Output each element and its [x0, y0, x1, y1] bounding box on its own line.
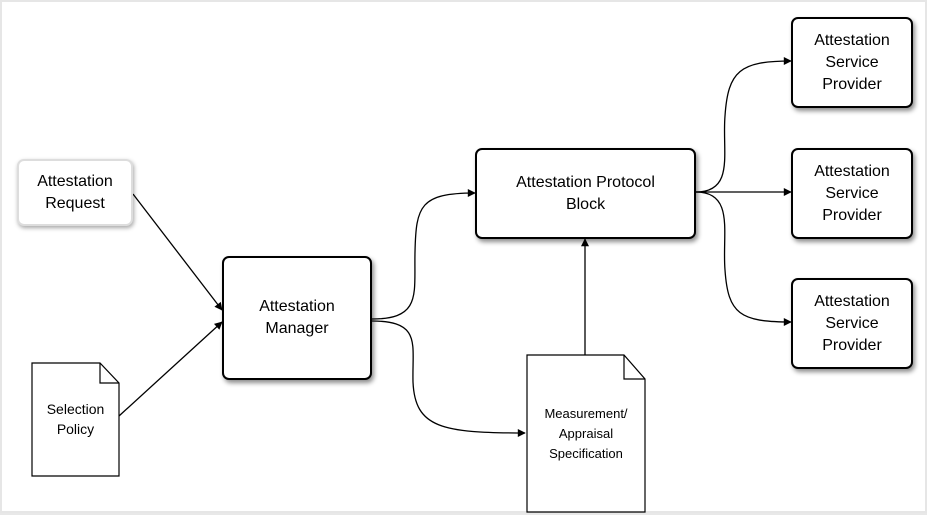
arrow-manager-to-protocol-block — [371, 189, 476, 320]
selection-policy-label-line-2: Policy — [56, 421, 95, 437]
provider-1-label-line-2: Service — [825, 53, 879, 71]
attestation-service-provider-node-2: Attestation Service Provider — [791, 148, 913, 239]
arrow-protocol-block-to-provider-1 — [695, 57, 792, 193]
attestation-manager-node: Attestation Manager — [222, 256, 372, 380]
provider-1-label-line-1: Attestation — [814, 31, 890, 49]
arrow-policy-to-manager — [118, 321, 223, 417]
attestation-service-provider-node-3: Attestation Service Provider — [791, 278, 913, 369]
provider-2-label-line-2: Service — [825, 184, 879, 202]
provider-3-label-line-2: Service — [825, 314, 879, 332]
attestation-protocol-block-node: Attestation Protocol Block — [475, 148, 696, 239]
measurement-spec-fold — [623, 355, 645, 380]
attestation-request-label-line-2: Request — [45, 194, 105, 212]
attestation-service-provider-node-1: Attestation Service Provider — [791, 17, 913, 108]
measurement-spec-label-line-1: Measurement/ — [544, 406, 628, 421]
provider-2-label-line-3: Provider — [822, 206, 882, 224]
provider-3-label-line-1: Attestation — [814, 292, 890, 310]
selection-policy-node: Selection Policy — [32, 383, 119, 455]
measurement-spec-label-line-3: Specification — [549, 446, 623, 461]
selection-policy-document-shape — [31, 362, 120, 477]
measurement-spec-label-line-2: Appraisal — [558, 426, 614, 441]
attestation-manager-label-line-1: Attestation — [259, 298, 335, 315]
attestation-manager-label-line-2: Manager — [265, 320, 329, 337]
protocol-block-label-line-1: Attestation Protocol — [516, 173, 655, 191]
provider-1-label-line-3: Provider — [822, 75, 882, 93]
arrow-protocol-block-to-provider-3 — [695, 191, 792, 326]
provider-3-label-line-3: Provider — [822, 336, 882, 354]
measurement-spec-node: Measurement/ Appraisal Specification — [527, 394, 645, 474]
arrow-manager-to-measurement-spec — [371, 320, 526, 437]
selection-policy-fold — [99, 363, 119, 384]
attestation-request-label-line-1: Attestation — [37, 172, 113, 190]
provider-2-label-line-1: Attestation — [814, 162, 890, 180]
measurement-spec-document-shape — [526, 354, 646, 513]
selection-policy-label-line-1: Selection — [46, 401, 105, 417]
attestation-request-node: Attestation Request — [17, 159, 133, 226]
protocol-block-label-line-2: Block — [565, 195, 606, 213]
arrow-request-to-manager — [132, 193, 223, 311]
